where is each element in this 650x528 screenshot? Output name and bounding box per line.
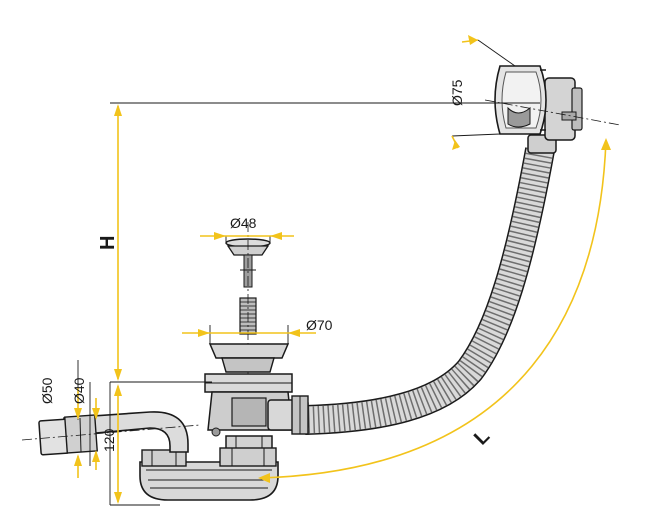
waste-body [204,343,309,457]
dimension-lines [77,39,540,506]
corrugated-hose [304,147,555,435]
label-L: L [470,425,494,449]
label-d50: Ø50 [39,377,55,404]
label-d40: Ø40 [71,377,87,404]
label-120: 120 [101,428,117,452]
label-d70: Ø70 [306,317,333,333]
overflow-center-line [484,99,621,126]
overflow-head [494,65,583,154]
label-H: H [97,236,119,250]
trap-body [139,447,279,501]
outlet-center-line [21,424,201,441]
accent-arrowheads [74,35,611,504]
label-d48: Ø48 [230,215,257,231]
label-d75: Ø75 [449,79,465,106]
